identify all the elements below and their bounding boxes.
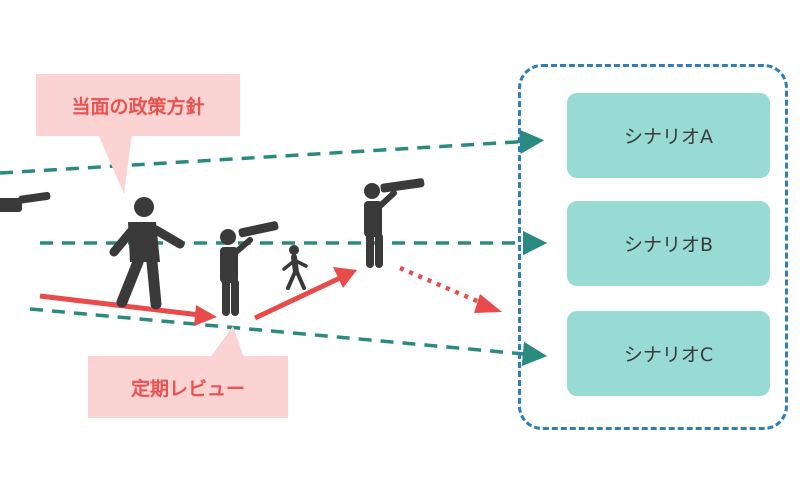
callout-review-tail [210,326,244,358]
scenario-a-label: シナリオA [624,126,713,148]
scenario-b-label: シナリオB [623,234,714,256]
scenario-b-box: シナリオB [567,201,770,286]
progress-arrows [39,265,502,326]
projection-line-a [0,129,545,175]
arrow-icon [194,305,217,326]
projection-line-c [29,307,548,367]
current-policy-callout: 当面の政策方針 [36,74,240,136]
person-with-telescope-icon [364,178,425,268]
arrow-icon [333,267,357,288]
scenario-group-frame [518,64,788,430]
periodic-review-label: 定期レビュー [130,377,245,400]
person-with-telescope-icon [0,191,51,212]
current-policy-label: 当面の政策方針 [71,95,205,118]
walking-person-icon [109,197,185,310]
periodic-review-callout: 定期レビュー [88,356,288,418]
walking-person-icon [282,245,308,290]
projection-lines [0,129,548,367]
callout-policy-tail [98,134,132,194]
person-with-telescope-icon [220,221,279,316]
scenario-a-box: シナリオA [567,93,770,178]
scenario-c-box: シナリオC [567,311,770,396]
arrow-icon [474,294,502,313]
scenario-c-label: シナリオC [623,344,714,366]
